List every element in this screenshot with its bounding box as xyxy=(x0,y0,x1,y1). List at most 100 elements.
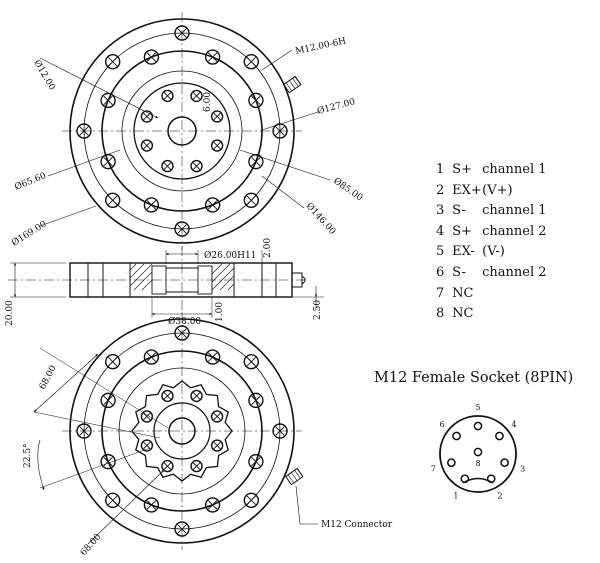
outer-bolt-hole xyxy=(105,54,121,70)
pin-description: channel 2 xyxy=(482,223,547,239)
mid-hole xyxy=(100,153,116,170)
dim-1: 1.00 xyxy=(215,302,225,322)
socket-pin xyxy=(473,421,483,431)
pin-number: 4 xyxy=(436,223,445,239)
dim-d169: Ø169.00 xyxy=(10,218,49,248)
pinout-row: 8 NC xyxy=(436,304,547,325)
inner-hole xyxy=(190,159,203,173)
dim-angle: 22.5° xyxy=(23,443,33,468)
mid-hole xyxy=(143,497,160,513)
top-outer-bolt-holes xyxy=(76,25,288,237)
outer-bolt-hole xyxy=(243,354,259,370)
outer-bolt-hole xyxy=(272,123,288,139)
outer-bolt-hole xyxy=(174,25,190,41)
inner-hole xyxy=(210,139,224,152)
pinout-row: 2 EX+(V+) xyxy=(436,181,547,202)
pinout-row: 4 S+ channel 2 xyxy=(436,222,547,243)
outer-bolt-hole xyxy=(243,54,259,70)
pin-signal: S+ xyxy=(452,162,472,177)
dim-d146: Ø146.00 xyxy=(304,201,338,237)
top-inner-holes xyxy=(140,89,224,173)
mid-hole xyxy=(143,49,160,65)
pin-signal: S+ xyxy=(452,223,472,239)
dim-d127: Ø127.00 xyxy=(316,96,357,117)
mid-hole xyxy=(100,92,116,109)
socket-pin-label: 5 xyxy=(475,403,480,412)
socket-pin-label: 4 xyxy=(511,420,516,429)
socket-pin-label: 2 xyxy=(498,491,503,500)
socket-pins xyxy=(447,421,509,484)
bottom-mid-holes xyxy=(100,349,264,513)
mid-hole xyxy=(143,197,160,213)
m12-socket-face xyxy=(439,415,517,493)
top-connector xyxy=(282,75,302,94)
bottom-connector xyxy=(284,467,304,486)
connector-callout: M12 Connector xyxy=(321,520,393,530)
inner-hole xyxy=(210,439,224,452)
pin-number: 8 xyxy=(436,306,445,322)
dim-2-5: 2.50 xyxy=(313,300,323,320)
inner-hole xyxy=(210,410,224,423)
side-section-view xyxy=(8,246,324,318)
socket-pin-label: 8 xyxy=(475,459,480,468)
dim-d12: Ø12.00 xyxy=(31,58,57,92)
pin-description: (V-) xyxy=(482,244,505,260)
socket-pin xyxy=(460,474,470,484)
pinout-row: 6 S-channel 2 xyxy=(436,263,547,284)
pin-number: 5 xyxy=(436,244,445,260)
mid-hole xyxy=(143,349,160,365)
pin-signal: EX- xyxy=(452,244,475,260)
mid-hole xyxy=(100,392,116,409)
socket-pin-label: 3 xyxy=(520,465,525,474)
mid-hole xyxy=(248,92,264,109)
pin-number: 6 xyxy=(436,264,445,280)
pinout-row: 7 NC xyxy=(436,284,547,305)
mid-hole xyxy=(204,49,221,65)
inner-hole xyxy=(140,139,154,152)
pinout-row: 3 S-channel 1 xyxy=(436,201,547,222)
dim-d65: Ø65.60 xyxy=(13,170,48,193)
dim-6: 6.00 xyxy=(203,92,213,112)
inner-hole xyxy=(140,110,154,123)
pin-number: 2 xyxy=(436,182,445,198)
inner-hole xyxy=(161,89,174,103)
mid-hole xyxy=(204,197,221,213)
inner-hole xyxy=(161,389,174,403)
dim-d38: Ø38.00 xyxy=(168,316,201,327)
mid-hole xyxy=(100,453,116,470)
socket-pin xyxy=(452,431,461,441)
mid-hole xyxy=(248,153,264,170)
pin-signal: S- xyxy=(452,203,466,219)
socket-pin xyxy=(500,458,509,468)
socket-pin-label: 6 xyxy=(439,420,444,429)
dim-20: 20.00 xyxy=(5,300,15,326)
socket-pin xyxy=(473,447,483,457)
outer-bolt-hole xyxy=(174,221,190,237)
outer-bolt-hole xyxy=(174,325,190,341)
outer-bolt-hole xyxy=(243,492,259,508)
outer-bolt-hole xyxy=(105,192,121,208)
socket-pin xyxy=(486,474,496,484)
inner-hole xyxy=(161,159,174,173)
inner-hole xyxy=(190,389,203,403)
top-mid-holes xyxy=(100,49,264,213)
dim-68-upper: 68.00 xyxy=(38,364,59,392)
socket-pin xyxy=(495,431,504,441)
gear-pocket-outline xyxy=(131,380,233,482)
inner-hole xyxy=(190,459,203,473)
pinout-row: 5 EX- (V-) xyxy=(436,242,547,263)
outer-bolt-hole xyxy=(174,521,190,537)
pin-description: channel 1 xyxy=(482,203,547,219)
pin-signal: EX+ xyxy=(452,182,482,198)
outer-bolt-hole xyxy=(105,354,121,370)
dim-68-lower: 68.00 xyxy=(79,532,104,558)
mid-hole xyxy=(248,453,264,470)
bottom-outer-bolt-holes xyxy=(76,325,288,537)
outer-bolt-hole xyxy=(76,423,92,439)
mid-hole xyxy=(204,349,221,365)
inner-hole xyxy=(190,89,203,103)
inner-hole xyxy=(140,410,154,423)
pin-number: 7 xyxy=(436,285,445,301)
